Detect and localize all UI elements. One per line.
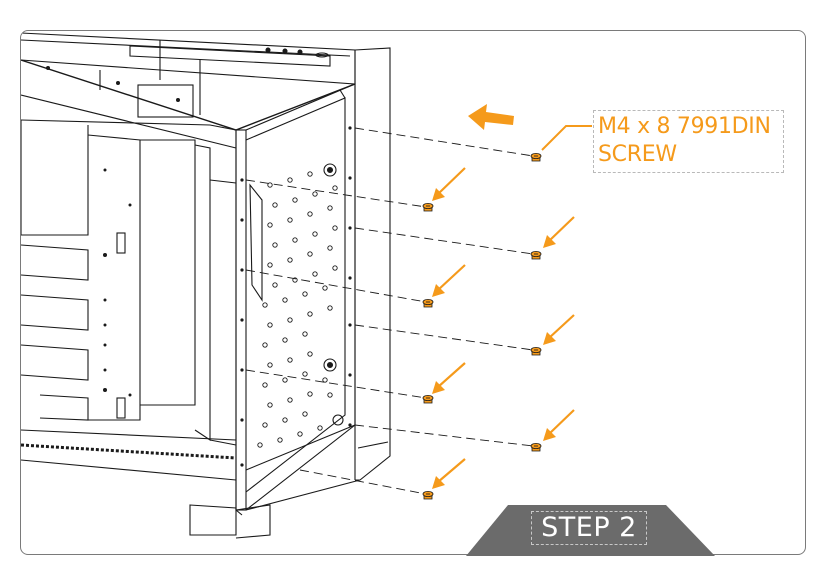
step-title: STEP 2	[531, 511, 647, 545]
callout-line-1: M4 x 8 7991DIN	[598, 114, 771, 139]
instruction-panel-frame	[20, 30, 806, 555]
screw-icon	[422, 394, 434, 404]
callout-line-2: SCREW	[598, 142, 677, 167]
screw-icon	[530, 152, 542, 162]
screw-guide-lines	[245, 127, 534, 495]
screw-icon	[422, 490, 434, 500]
case-side-frame	[235, 83, 356, 516]
screw-icon	[530, 442, 542, 452]
screw-callout-label: M4 x 8 7991DIN SCREW	[593, 110, 784, 173]
screw-icon	[530, 346, 542, 356]
screw-pointer-arrows	[432, 167, 575, 489]
callout-leader-line	[541, 125, 592, 151]
direction-arrow-icon	[468, 104, 514, 130]
step-badge	[466, 505, 715, 556]
screw-icon-group	[422, 152, 542, 500]
screw-icon	[422, 202, 434, 212]
case-rear-panel	[354, 47, 391, 481]
screw-icon	[530, 250, 542, 260]
case-interior	[21, 40, 361, 539]
screw-icon	[422, 298, 434, 308]
